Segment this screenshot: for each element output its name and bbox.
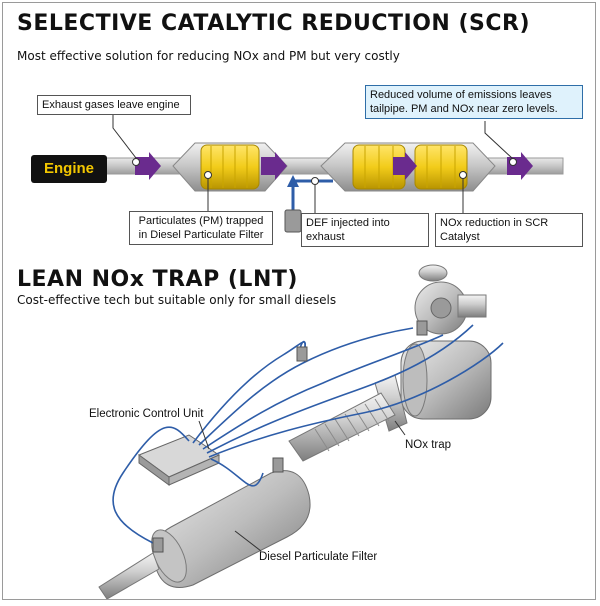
turbocharger bbox=[414, 264, 487, 335]
lnt-title: LEAN NOx TRAP (LNT) bbox=[17, 267, 298, 292]
dpf-body bbox=[151, 470, 311, 588]
scr-subtitle: Most effective solution for reducing NOx… bbox=[17, 49, 400, 63]
sensors bbox=[152, 320, 428, 553]
nox-trap bbox=[400, 340, 492, 420]
flow-arrow-2 bbox=[261, 152, 287, 180]
callout-def: DEF injected into exhaust bbox=[301, 213, 429, 247]
callout-tailpipe: Reduced volume of emissions leaves tailp… bbox=[365, 85, 583, 119]
lnt-subtitle: Cost-effective tech but suitable only fo… bbox=[17, 293, 337, 307]
dpf-canister bbox=[172, 142, 288, 192]
callout-nox-reduction: NOx reduction in SCR Catalyst bbox=[435, 213, 583, 247]
scr-diagram bbox=[102, 111, 564, 233]
lnt-diagram bbox=[98, 264, 504, 599]
infographic: SELECTIVE CATALYTIC REDUCTION (SCR) Most… bbox=[2, 2, 596, 600]
callout-exhaust: Exhaust gases leave engine bbox=[37, 95, 191, 115]
engine-block: Engine bbox=[31, 155, 107, 183]
dpf-element bbox=[200, 144, 260, 190]
def-injector bbox=[284, 175, 333, 233]
label-ecu: Electronic Control Unit bbox=[89, 408, 204, 420]
flow-arrow-1 bbox=[135, 152, 161, 180]
label-nox-trap: NOx trap bbox=[405, 439, 452, 451]
flow-arrow-3 bbox=[393, 152, 417, 180]
callout-particulates: Particulates (PM) trapped in Diesel Part… bbox=[129, 211, 273, 245]
label-dpf: Diesel Particulate Filter bbox=[259, 551, 378, 563]
flex-pipe bbox=[288, 392, 396, 462]
tailpipe bbox=[98, 552, 160, 599]
scr-title: SELECTIVE CATALYTIC REDUCTION (SCR) bbox=[17, 11, 531, 36]
